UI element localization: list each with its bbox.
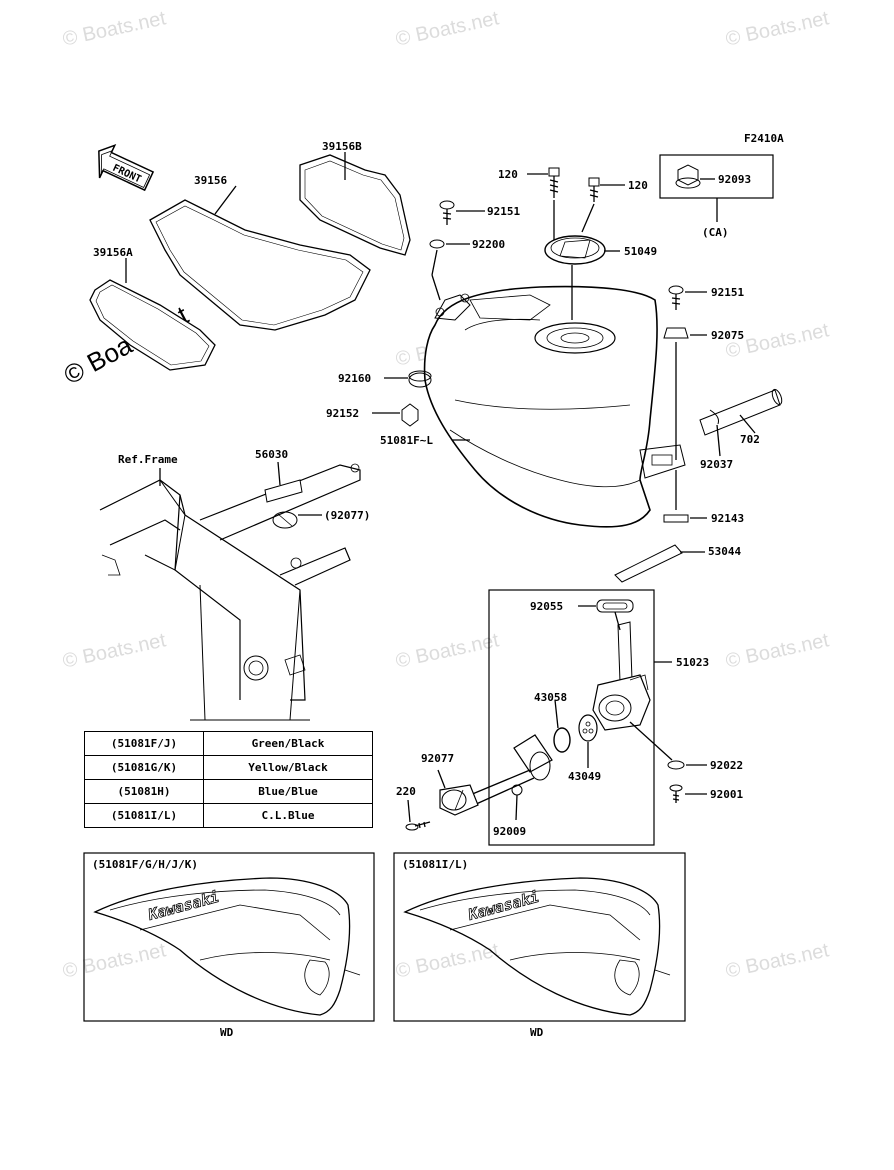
part-51049: 51049 <box>624 245 658 258</box>
bolt-92151 <box>439 200 455 225</box>
part-43049: 43049 <box>568 770 602 783</box>
kawasaki-logo-left: Kawasaki <box>145 888 220 924</box>
part-92200: 92200 <box>472 238 506 251</box>
fuel-tank <box>423 285 658 528</box>
part-51023: 51023 <box>676 656 710 669</box>
table-cell-color: Yellow/Black <box>203 755 373 780</box>
figure-code: F2410A <box>744 132 784 145</box>
tank-graphic-right <box>403 877 671 1016</box>
table-row: (51081G/K) Yellow/Black <box>84 755 373 780</box>
kawasaki-logo-right: Kawasaki <box>465 888 540 924</box>
pad-39156B <box>299 154 411 256</box>
table-row: (51081H) Blue/Blue <box>84 779 373 804</box>
part-92001: 92001 <box>710 788 744 801</box>
part-39156: 39156 <box>194 174 228 187</box>
fuel-tap <box>592 621 651 731</box>
table-cell-code: (51081I/L) <box>84 803 204 828</box>
bolt-120-left <box>548 167 560 198</box>
part-220: 220 <box>396 785 416 798</box>
part-702: 702 <box>740 433 760 446</box>
bolt-120-right <box>588 177 600 202</box>
table-cell-code: (51081G/K) <box>84 755 204 780</box>
table-row: (51081F/J) Green/Black <box>84 731 373 756</box>
part-39156A: 39156A <box>93 246 133 259</box>
box-right-caption: WD <box>530 1026 544 1039</box>
ref-frame <box>99 463 361 721</box>
box-left-title: (51081F/G/H/J/K) <box>92 858 198 871</box>
screw-220 <box>405 821 431 831</box>
part-92143: 92143 <box>711 512 745 525</box>
part-92009: 92009 <box>493 825 527 838</box>
part-92022: 92022 <box>710 759 744 772</box>
table-cell-color: Green/Black <box>203 731 373 756</box>
part-92075: 92075 <box>711 329 745 342</box>
part-56030: 56030 <box>255 448 289 461</box>
part-92151-right: 92151 <box>711 286 745 299</box>
part-92077: 92077 <box>421 752 455 765</box>
table-cell-code: (51081F/J) <box>84 731 204 756</box>
part-92037: 92037 <box>700 458 734 471</box>
pad-39156A <box>89 279 216 371</box>
part-ca: (CA) <box>702 226 729 239</box>
table-row: (51081I/L) C.L.Blue <box>84 803 373 828</box>
part-39156B: 39156B <box>322 140 362 153</box>
part-92077-ref: (92077) <box>324 509 371 522</box>
part-92093: 92093 <box>718 173 752 186</box>
part-120-left: 120 <box>498 168 518 181</box>
box-right-title: (51081I/L) <box>402 858 469 871</box>
table-cell-color: Blue/Blue <box>203 779 373 804</box>
front-arrow-icon <box>98 143 155 192</box>
part-51081: 51081F~L <box>380 434 433 447</box>
color-variant-table: (51081F/J) Green/Black (51081G/K) Yellow… <box>84 731 373 828</box>
screw-92001 <box>669 784 683 803</box>
table-cell-code: (51081H) <box>84 779 204 804</box>
part-92160: 92160 <box>338 372 372 385</box>
part-53044: 53044 <box>708 545 742 558</box>
part-92055: 92055 <box>530 600 564 613</box>
pad-39156 <box>149 199 371 331</box>
part-92151-left: 92151 <box>487 205 521 218</box>
part-43058: 43058 <box>534 691 568 704</box>
box-left-caption: WD <box>220 1026 234 1039</box>
part-92152: 92152 <box>326 407 360 420</box>
tank-graphic-left <box>93 877 361 1016</box>
table-cell-color: C.L.Blue <box>203 803 373 828</box>
bolt-92151-right <box>668 285 684 310</box>
part-120-right: 120 <box>628 179 648 192</box>
ref-frame-label: Ref.Frame <box>118 453 178 466</box>
